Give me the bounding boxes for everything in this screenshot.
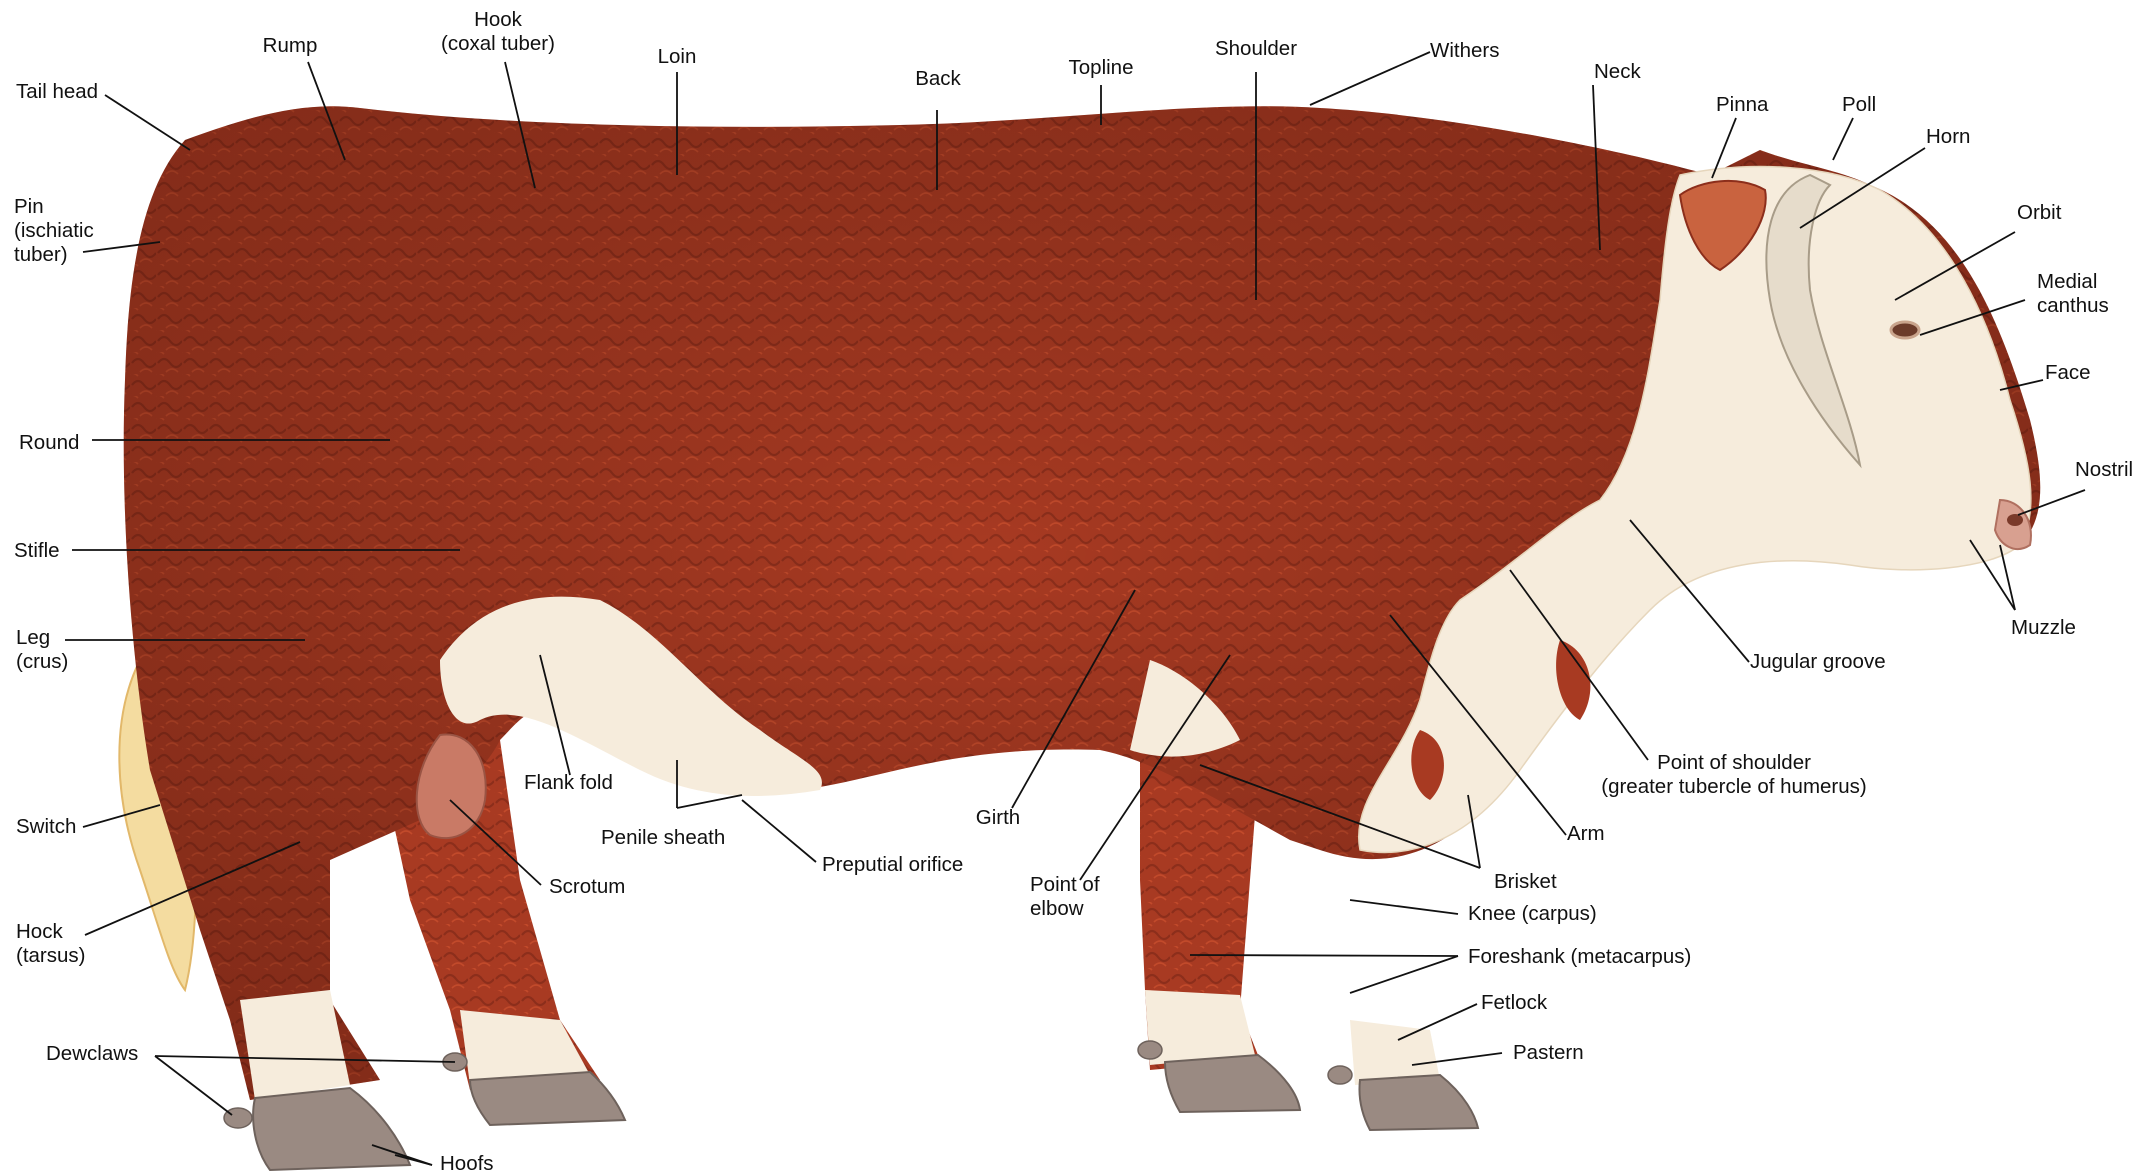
label-medial-canthus: Medial canthus [2037,270,2109,318]
label-hoofs: Hoofs [440,1152,494,1176]
label-flank-fold: Flank fold [524,771,613,795]
label-pin-line-2: (ischiatic [14,219,94,243]
label-arm: Arm [1567,822,1605,846]
label-stifle: Stifle [14,539,60,563]
label-point-of-shoulder: Point of shoulder (greater tubercle of h… [1601,751,1866,799]
label-penile-sheath: Penile sheath [601,826,725,850]
label-muzzle: Muzzle [2011,616,2076,640]
label-girth: Girth [976,806,1020,830]
label-leg-line-2: (crus) [16,650,68,674]
label-shoulder: Shoulder [1215,37,1297,61]
hoof-shape [253,1088,410,1170]
label-medial-canthus-line-1: Medial [2037,270,2109,294]
label-pastern: Pastern [1513,1041,1584,1065]
label-leg-line-1: Leg [16,626,68,650]
label-fetlock: Fetlock [1481,991,1547,1015]
label-hook-line-1: Hook [441,8,555,32]
label-pin-line-3: tuber) [14,243,94,267]
dewclaw-shape [1138,1041,1162,1059]
label-loin: Loin [658,45,697,69]
label-poll: Poll [1842,93,1876,117]
label-point-of-elbow-line-1: Point of [1030,873,1100,897]
label-switch: Switch [16,815,76,839]
label-pin-line-1: Pin [14,195,94,219]
dewclaw-shape [1328,1066,1352,1084]
eye-shape [1891,322,1919,338]
label-point-of-shoulder-line-2: (greater tubercle of humerus) [1601,775,1866,799]
label-jugular-groove: Jugular groove [1750,650,1886,674]
label-horn: Horn [1926,125,1970,149]
label-round: Round [19,431,79,455]
label-hook-line-2: (coxal tuber) [441,32,555,56]
label-face: Face [2045,361,2091,385]
label-withers: Withers [1430,39,1499,63]
label-dewclaws: Dewclaws [46,1042,138,1066]
label-scrotum: Scrotum [549,875,625,899]
label-point-of-shoulder-line-1: Point of shoulder [1601,751,1866,775]
label-brisket: Brisket [1494,870,1557,894]
label-leg: Leg (crus) [16,626,68,674]
label-point-of-elbow-line-2: elbow [1030,897,1100,921]
label-foreshank: Foreshank (metacarpus) [1468,945,1691,969]
label-rump: Rump [263,34,318,58]
label-hock-line-1: Hock [16,920,85,944]
label-knee: Knee (carpus) [1468,902,1597,926]
hoof-shape [1165,1055,1300,1112]
label-topline: Topline [1069,56,1134,80]
label-hock-line-2: (tarsus) [16,944,85,968]
label-pinna: Pinna [1716,93,1768,117]
label-orbit: Orbit [2017,201,2061,225]
label-hook: Hook (coxal tuber) [441,8,555,56]
label-hock: Hock (tarsus) [16,920,85,968]
label-pin: Pin (ischiatic tuber) [14,195,94,267]
label-back: Back [915,67,961,91]
label-nostril: Nostril [2075,458,2133,482]
label-point-of-elbow: Point of elbow [1030,873,1100,921]
label-tail-head: Tail head [16,80,98,104]
hoof-shape [1359,1075,1478,1130]
label-neck: Neck [1594,60,1641,84]
hoof-shape [470,1072,625,1125]
label-medial-canthus-line-2: canthus [2037,294,2109,318]
label-preputial-orifice: Preputial orifice [822,853,963,877]
